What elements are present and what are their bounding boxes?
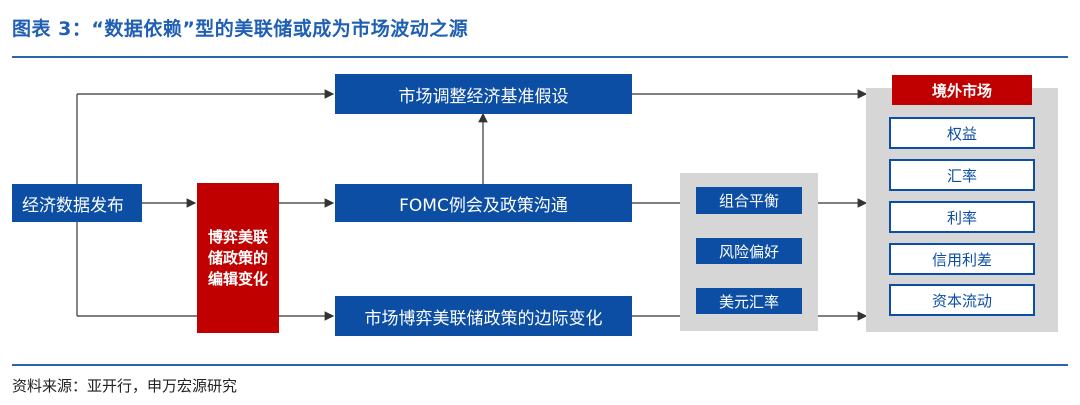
dollar-exchange-rate-item: 美元汇率: [696, 288, 802, 314]
source-note: 资料来源：亚开行，申万宏源研究: [12, 377, 238, 395]
game-policy-change-box: 博弈美联储政策的编辑变化: [197, 183, 279, 333]
overseas-market-header: 境外市场: [892, 75, 1032, 105]
top-divider: [12, 56, 1068, 58]
economic-data-release-box: 经济数据发布: [12, 184, 142, 222]
bottom-divider: [12, 364, 1068, 366]
page-title: 图表 3：“数据依赖”型的美联储或成为市场波动之源: [12, 18, 469, 40]
right-item-equity: 权益: [889, 117, 1035, 149]
right-item-credit-spread: 信用利差: [889, 243, 1035, 275]
market-adjust-assumption-box: 市场调整经济基准假设: [335, 74, 632, 114]
market-game-marginal-change-box: 市场博弈美联储政策的边际变化: [335, 296, 632, 336]
right-item-fx: 汇率: [889, 159, 1035, 191]
right-item-interest-rate: 利率: [889, 201, 1035, 233]
fomc-meeting-box: FOMC例会及政策沟通: [335, 184, 632, 222]
right-item-capital-flow: 资本流动: [889, 284, 1035, 316]
risk-appetite-item: 风险偏好: [696, 238, 802, 264]
portfolio-balance-item: 组合平衡: [696, 187, 802, 214]
